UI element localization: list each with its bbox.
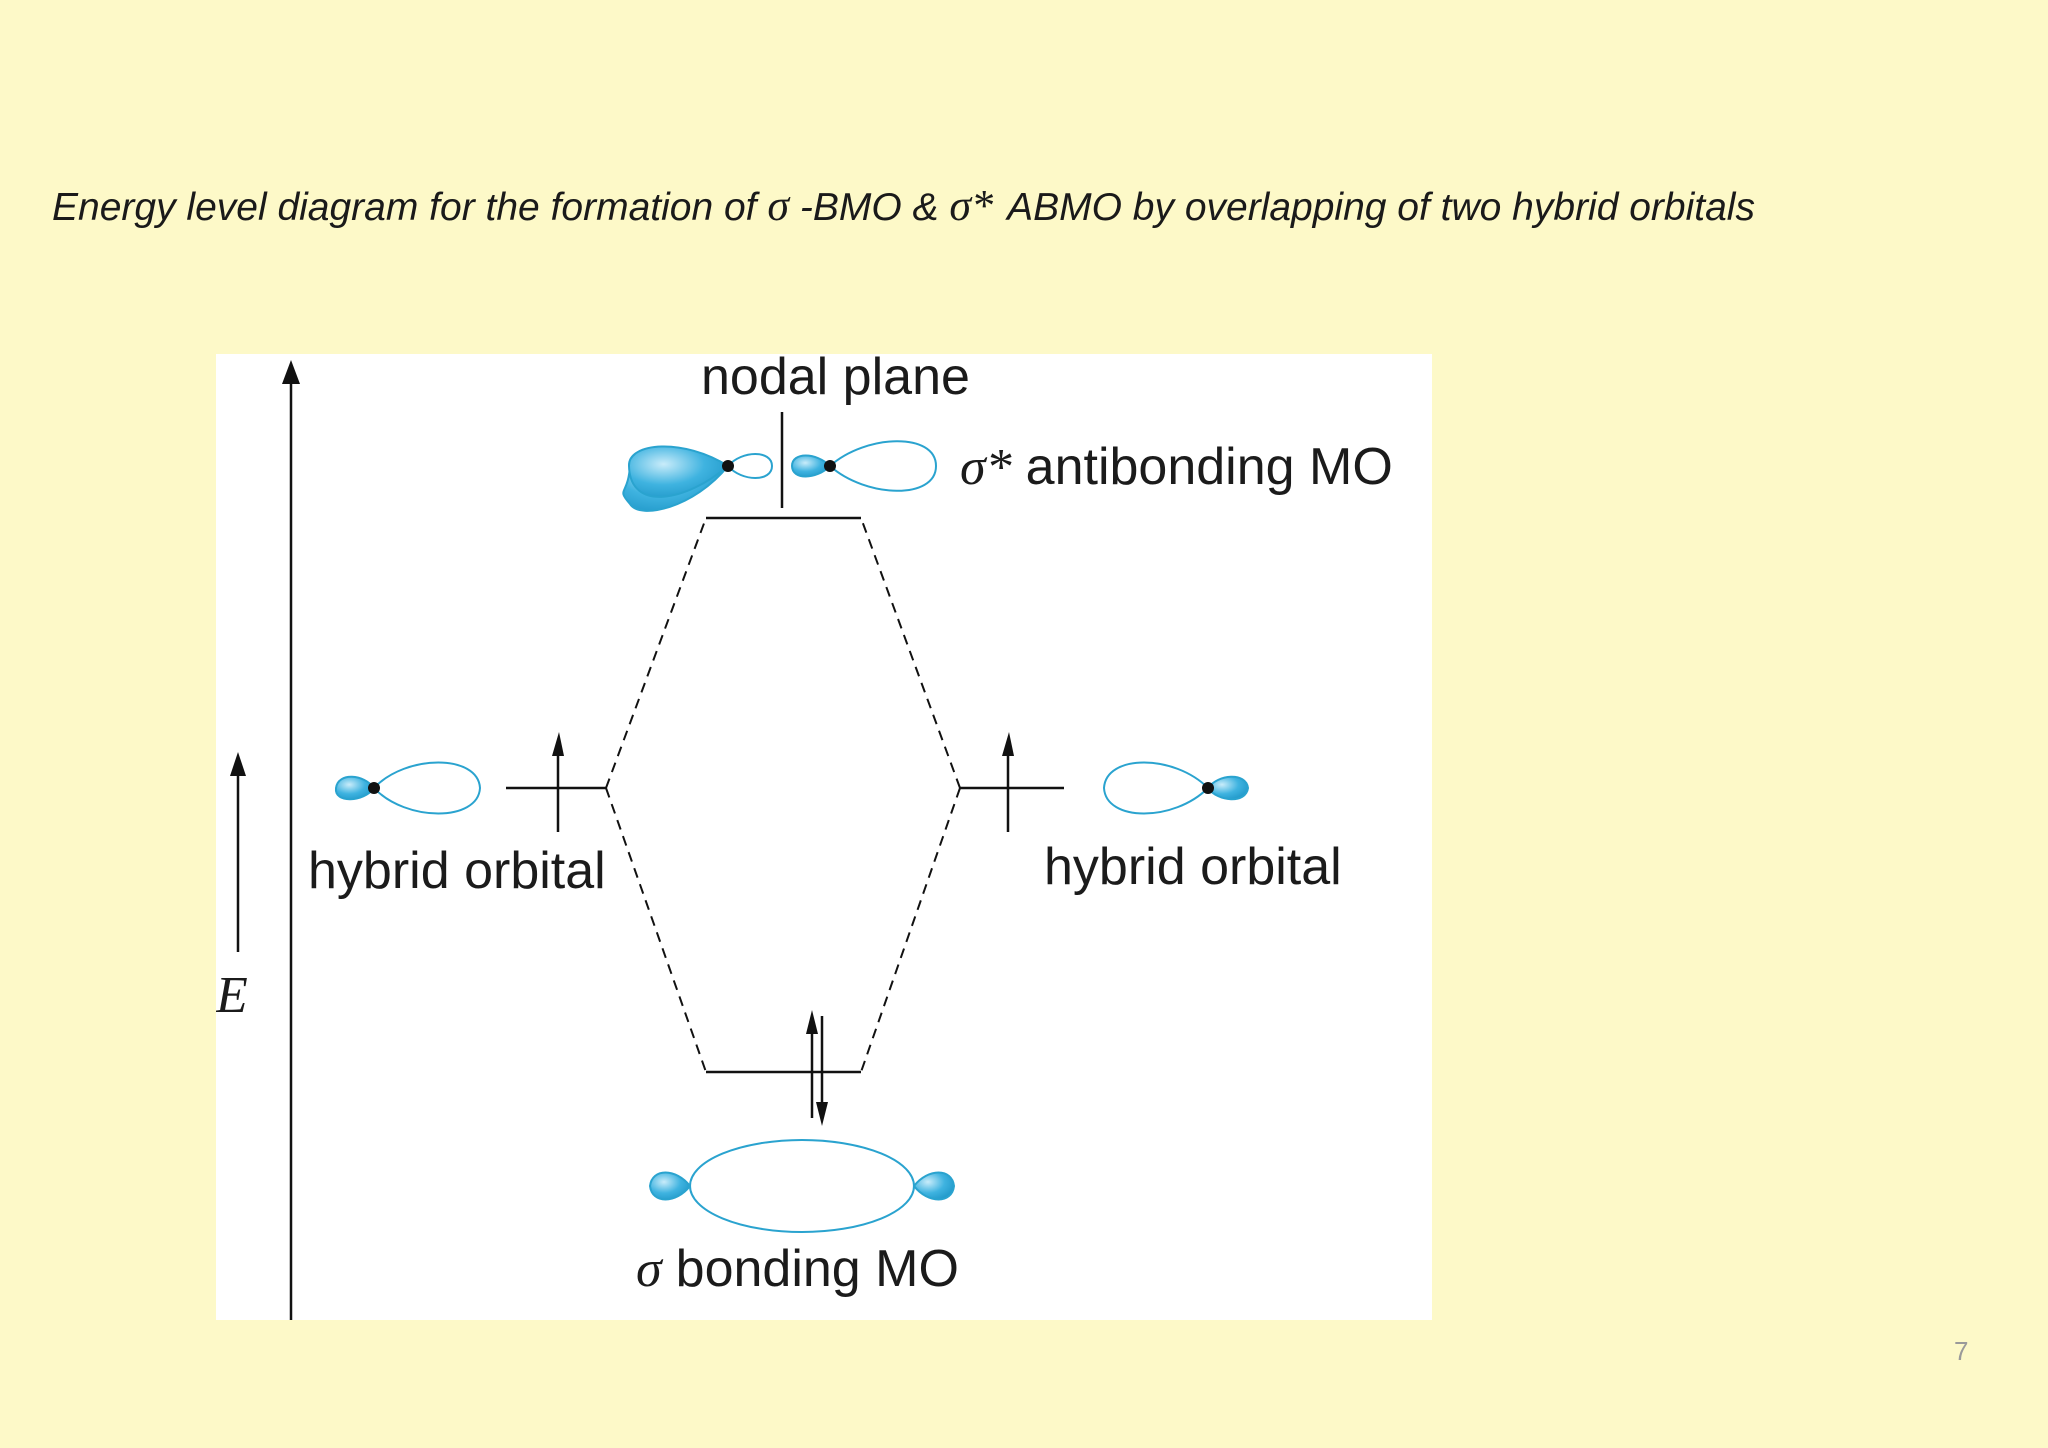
right-electron-arrowhead (1002, 732, 1014, 756)
bonding-orbital-icon (648, 1139, 956, 1233)
right-hybrid-label: hybrid orbital (1044, 838, 1342, 896)
antibonding-orbital-icon (622, 412, 938, 512)
correlation-lines (605, 517, 961, 1073)
antibonding-symbol: σ* (960, 439, 1012, 496)
page-number: 7 (1954, 1336, 1969, 1366)
mo-diagram-figure: E nodal plane σ*antibonding MO (216, 354, 1432, 1320)
nodal-plane-label: nodal plane (701, 354, 970, 406)
antibonding-text: antibonding MO (1026, 438, 1393, 496)
title-sigma-star-symbol: σ* (949, 181, 994, 230)
title-sigma-symbol: σ (767, 181, 790, 230)
title-prefix: Energy level diagram for the formation o… (52, 186, 768, 229)
energy-small-arrowhead (230, 752, 246, 776)
left-hybrid-orbital-icon (335, 761, 482, 815)
slide-title: Energy level diagram for the formation o… (52, 180, 2022, 231)
energy-axis-arrowhead (282, 360, 300, 384)
left-electron-arrowhead (552, 732, 564, 756)
bonding-symbol: σ (636, 1241, 664, 1298)
antibonding-label: σ*antibonding MO (960, 438, 1393, 496)
title-suffix: ABMO by overlapping of two hybrid orbita… (1007, 186, 1755, 229)
bonding-electron-pair (806, 1010, 828, 1126)
left-hybrid-label: hybrid orbital (308, 842, 606, 900)
mo-diagram-svg: E nodal plane σ*antibonding MO (216, 354, 1393, 1320)
energy-axis-label: E (216, 967, 248, 1024)
title-middle: -BMO & (789, 186, 950, 229)
bonding-text: bonding MO (676, 1240, 959, 1298)
right-hybrid-orbital-icon (1102, 761, 1250, 815)
